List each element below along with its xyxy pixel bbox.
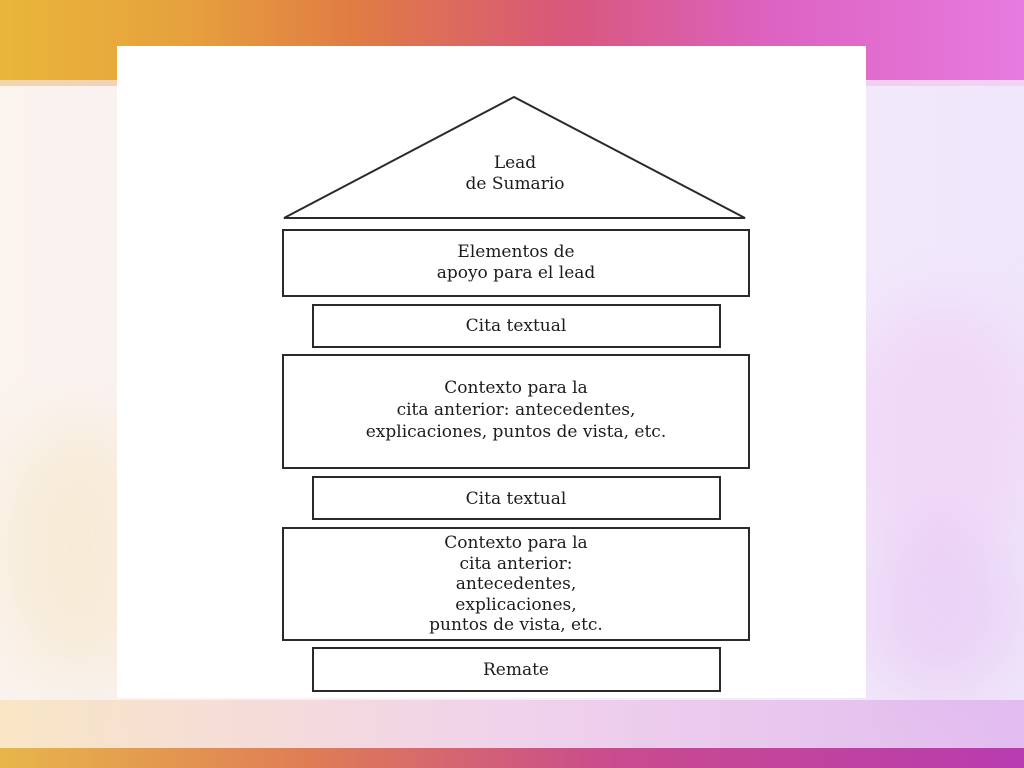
roof-label-line-2: de Sumario bbox=[466, 174, 565, 194]
block-remate-box bbox=[312, 647, 721, 692]
block-contexto-2-box bbox=[282, 527, 750, 641]
block-elementos-de-apoyo-box bbox=[282, 229, 750, 297]
block-contexto-1-line-2: cita anterior: antecedentes, bbox=[397, 400, 636, 420]
block-cita-textual-2: Cita textual bbox=[312, 476, 721, 520]
block-contexto-1-line-1: Contexto para la bbox=[444, 378, 587, 398]
block-contexto-2-line-2: cita anterior: bbox=[460, 554, 573, 574]
block-elementos-de-apoyo-line-2: apoyo para el lead bbox=[437, 263, 596, 283]
block-contexto-2-line-1: Contexto para la bbox=[444, 533, 587, 553]
block-cita-textual-2-box bbox=[312, 476, 721, 520]
block-contexto-2-line-4: explicaciones, bbox=[455, 595, 576, 615]
block-contexto-1-line-3: explicaciones, puntos de vista, etc. bbox=[366, 422, 666, 442]
block-cita-textual-1-line-1: Cita textual bbox=[466, 316, 567, 336]
roof-triangle bbox=[283, 95, 746, 219]
block-elementos-de-apoyo-line-1: Elementos de bbox=[457, 242, 574, 262]
block-contexto-1-box bbox=[282, 354, 750, 469]
background-glow-bottom-right bbox=[860, 520, 1020, 700]
block-cita-textual-2-line-1: Cita textual bbox=[466, 489, 567, 509]
roof-node-lead-de-sumario: Lead de Sumario bbox=[283, 95, 746, 219]
block-cita-textual-1-box bbox=[312, 304, 721, 348]
diagram-card: Lead de Sumario Elementos de apoyo para … bbox=[117, 46, 866, 698]
block-contexto-2-line-3: antecedentes, bbox=[456, 574, 576, 594]
inverted-pyramid-diagram: Lead de Sumario Elementos de apoyo para … bbox=[282, 95, 750, 692]
block-remate-line-1: Remate bbox=[483, 660, 549, 680]
roof-label-line-1: Lead bbox=[494, 153, 536, 173]
block-cita-textual-1: Cita textual bbox=[312, 304, 721, 348]
block-contexto-1: Contexto para la cita anterior: antecede… bbox=[282, 354, 750, 469]
block-contexto-2: Contexto para la cita anterior: antecede… bbox=[282, 527, 750, 641]
background-glow-right bbox=[840, 300, 1024, 560]
block-contexto-2-line-5: puntos de vista, etc. bbox=[429, 615, 603, 635]
slide-bottom-gradient bbox=[0, 700, 1024, 748]
block-elementos-de-apoyo: Elementos de apoyo para el lead bbox=[282, 229, 750, 297]
block-remate: Remate bbox=[312, 647, 721, 692]
slide-bottom-band bbox=[0, 748, 1024, 768]
